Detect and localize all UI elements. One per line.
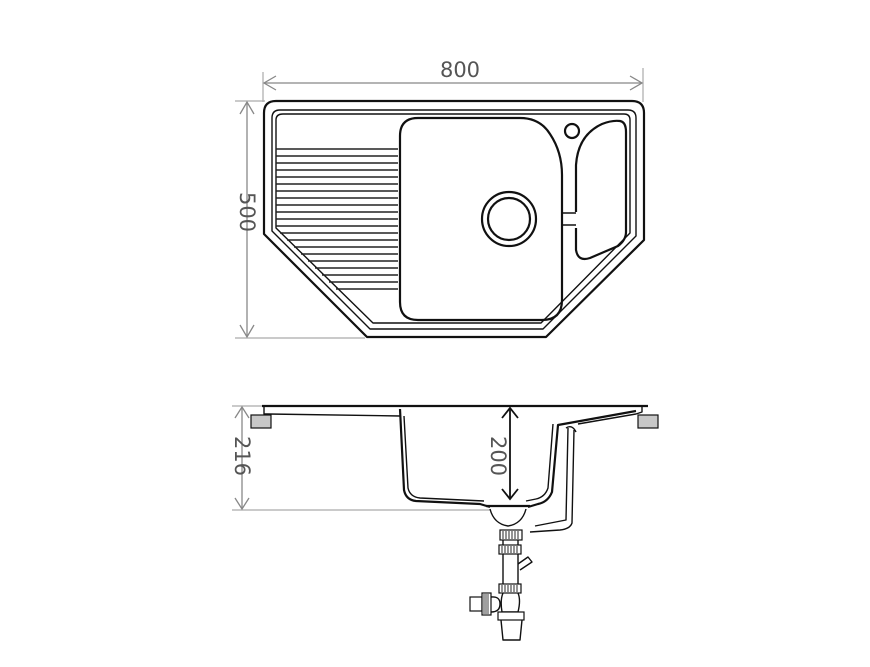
bowl-profile-outer (398, 408, 637, 509)
siphon-pipe (502, 540, 519, 584)
top-view: 800 500 (235, 58, 646, 339)
main-bowl (398, 116, 564, 322)
side-view: 216 200 (230, 404, 659, 641)
sink-deck-edge (275, 113, 631, 324)
drain-basket (489, 508, 527, 527)
drainer-ribs (276, 148, 398, 290)
overflow-pipe-outer (529, 429, 575, 533)
arrow-up-icon (501, 406, 519, 419)
depth-label: 500 (235, 192, 259, 232)
siphon-assembly (469, 529, 533, 641)
sink-inner-rim (271, 109, 637, 330)
mount-clip-left (250, 414, 272, 429)
siphon-bottle (500, 592, 521, 613)
siphon-nut-1 (499, 529, 523, 541)
siphon-side-inlet (517, 556, 533, 571)
bowl-profile-inner (403, 415, 554, 502)
arrow-left-icon (262, 75, 277, 91)
side-outlet-elbow (490, 596, 501, 613)
arrow-down-icon (234, 497, 250, 511)
side-bowl (574, 119, 628, 261)
deck-underside-left (267, 413, 401, 417)
total-height-label: 216 (230, 436, 254, 476)
bowl-depth-label: 200 (486, 436, 510, 476)
mount-clip-right (637, 414, 659, 429)
overflow-channel (562, 212, 576, 226)
siphon-nut-2 (498, 544, 522, 555)
arrow-up-icon (239, 100, 255, 115)
side-outlet-pipe (469, 596, 483, 612)
width-label: 800 (440, 58, 480, 82)
arrow-down-icon (501, 488, 519, 501)
overflow-pipe (534, 427, 569, 527)
tap-hole-icon (563, 122, 581, 140)
arrow-down-icon (239, 324, 255, 339)
overflow-inlet (565, 425, 577, 433)
arrow-right-icon (629, 75, 644, 91)
deck-underside-right (577, 406, 643, 425)
side-outlet-nut (481, 592, 492, 616)
siphon-outlet-collar (497, 611, 525, 621)
siphon-nut-3 (498, 583, 522, 594)
drain-hole-icon (486, 196, 532, 242)
sink-outer-rim (262, 99, 646, 339)
siphon-outlet-pipe (500, 619, 523, 641)
rim-lip-left (263, 406, 268, 415)
arrow-up-icon (234, 405, 250, 419)
drain-outer-ring (480, 190, 538, 248)
